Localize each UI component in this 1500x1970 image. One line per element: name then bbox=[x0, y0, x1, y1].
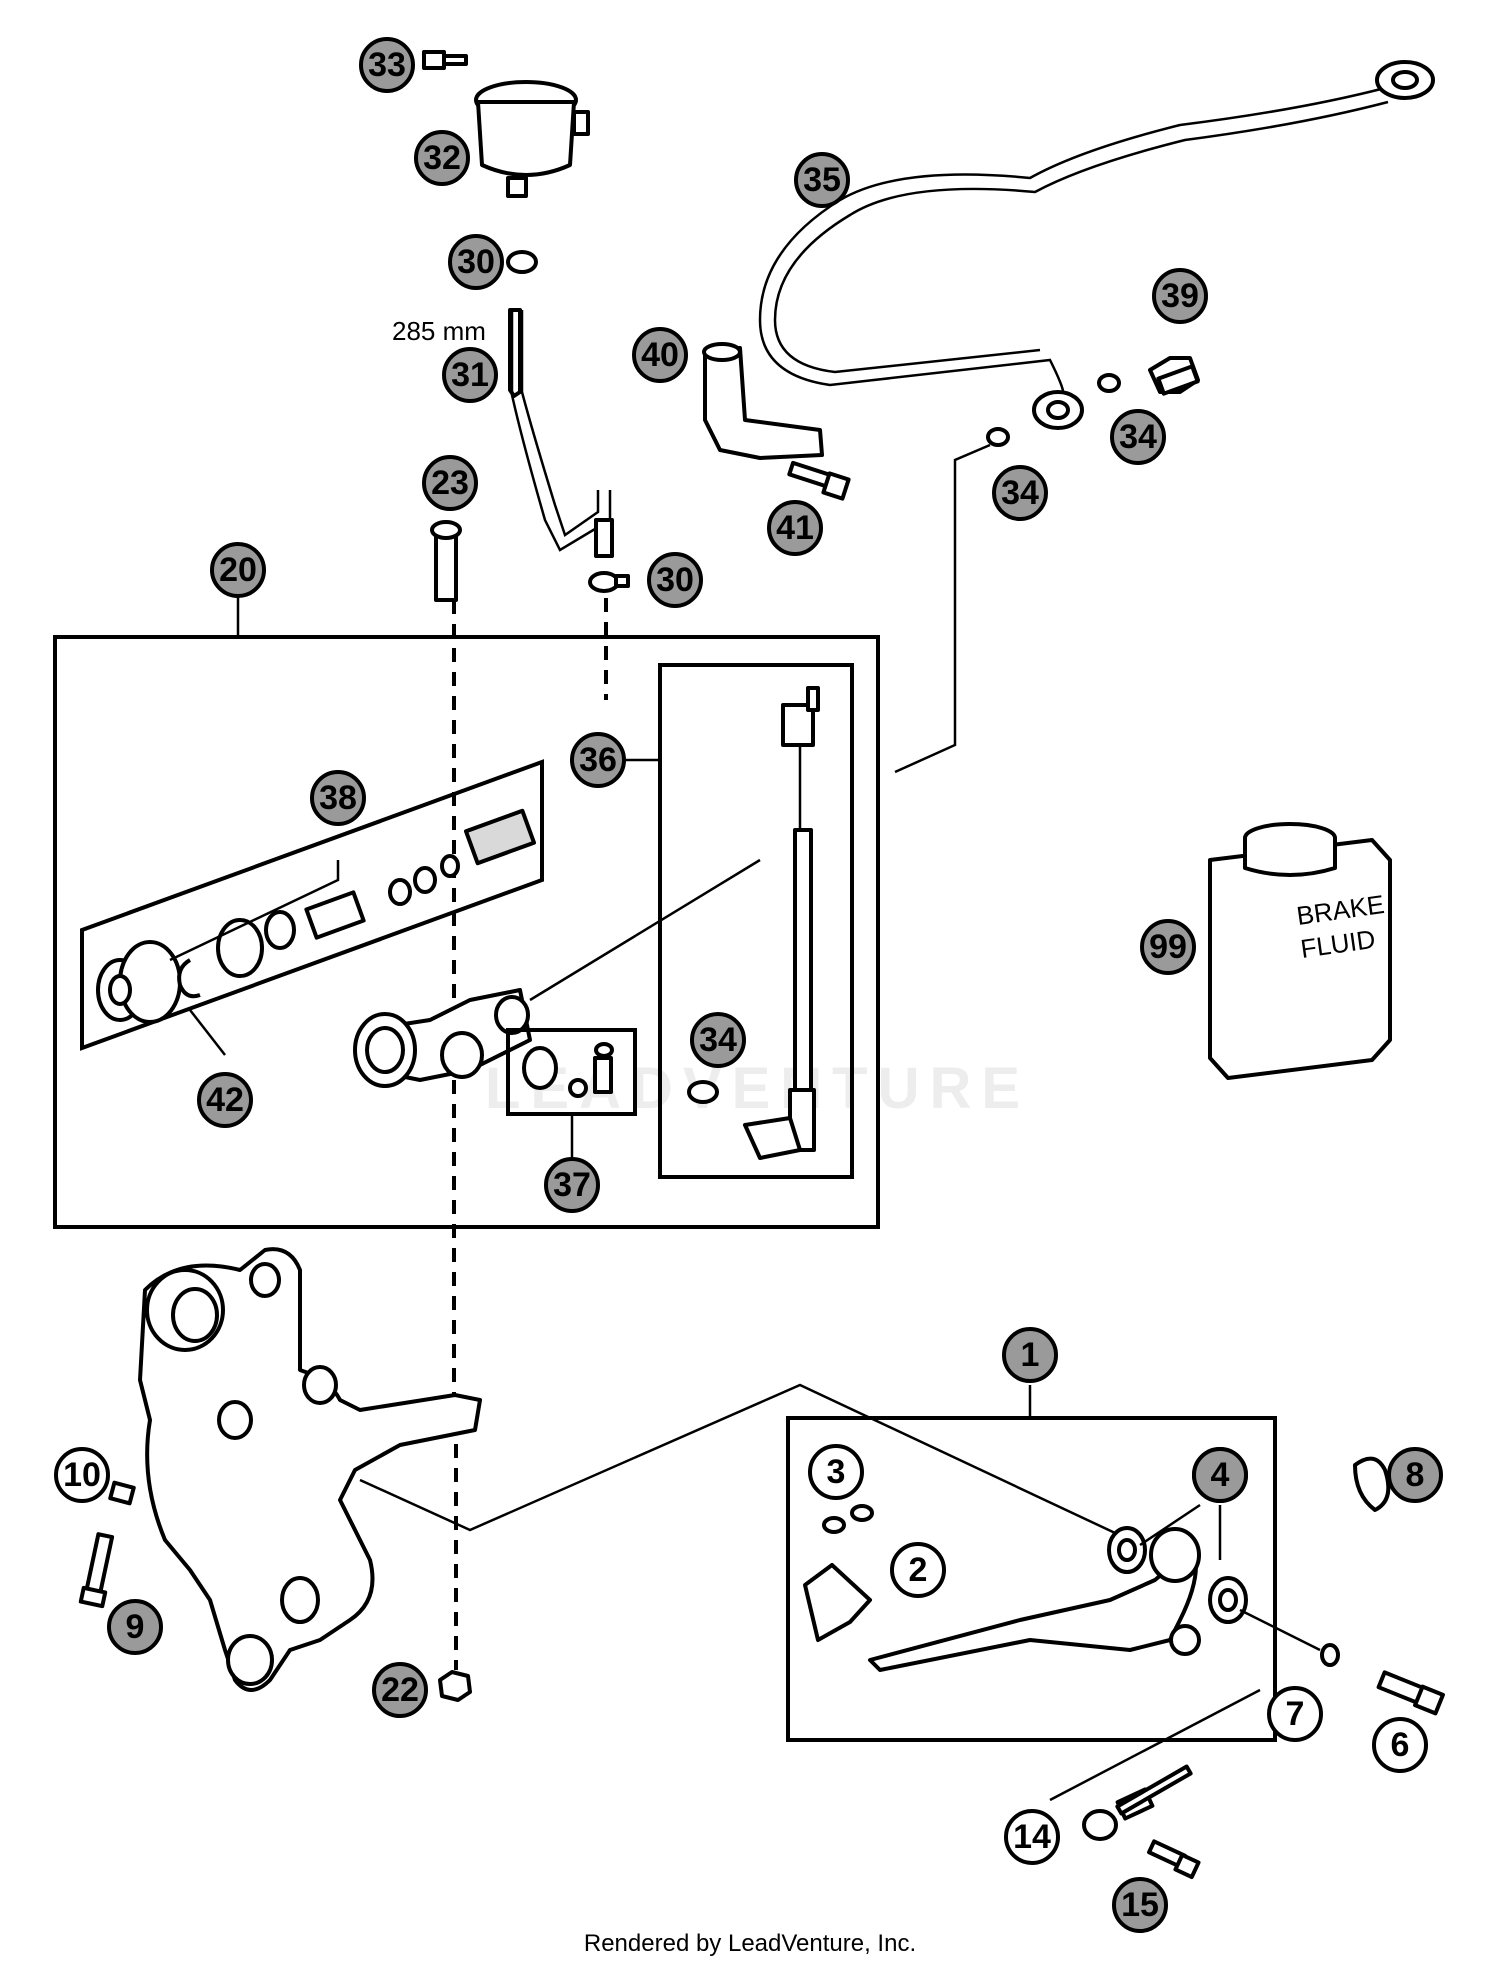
washer-34-a bbox=[1097, 373, 1121, 393]
brake-line-35 bbox=[758, 60, 1435, 430]
callout-9[interactable]: 9 bbox=[107, 1599, 163, 1655]
svg-text:37: 37 bbox=[553, 1166, 591, 1204]
svg-text:7: 7 bbox=[1286, 1695, 1305, 1733]
svg-text:15: 15 bbox=[1121, 1886, 1159, 1924]
hose-clip-30-lower bbox=[588, 571, 630, 593]
callout-99[interactable]: 99 bbox=[1140, 919, 1196, 975]
master-cylinder-body bbox=[353, 858, 761, 1088]
svg-text:34: 34 bbox=[1119, 418, 1157, 456]
callout-34-switch[interactable]: 34 bbox=[690, 1012, 746, 1068]
callout-14[interactable]: 14 bbox=[1004, 1809, 1060, 1865]
bolt-6 bbox=[1376, 1670, 1445, 1716]
callout-10[interactable]: 10 bbox=[54, 1447, 110, 1503]
callout-15[interactable]: 15 bbox=[1112, 1877, 1168, 1933]
callout-7[interactable]: 7 bbox=[1267, 1686, 1323, 1742]
callout-39[interactable]: 39 bbox=[1152, 268, 1208, 324]
callout-32[interactable]: 32 bbox=[414, 130, 470, 186]
spring-8 bbox=[1353, 1456, 1391, 1512]
bolt-33 bbox=[422, 50, 468, 70]
callout-36[interactable]: 36 bbox=[570, 732, 626, 788]
nut-22 bbox=[438, 1670, 472, 1702]
svg-text:30: 30 bbox=[656, 561, 694, 599]
callout-31[interactable]: 31 bbox=[442, 347, 498, 403]
svg-text:8: 8 bbox=[1406, 1456, 1425, 1494]
banjo-bolt-39 bbox=[1148, 356, 1200, 396]
line-clamp-40 bbox=[702, 342, 824, 460]
bushing-4-right bbox=[1208, 1576, 1248, 1624]
reservoir-32 bbox=[474, 80, 590, 198]
nut-10 bbox=[108, 1480, 136, 1506]
svg-text:3: 3 bbox=[827, 1453, 846, 1491]
callout-42[interactable]: 42 bbox=[197, 1072, 253, 1128]
callout-40[interactable]: 40 bbox=[632, 327, 688, 383]
screw-3 bbox=[822, 1504, 874, 1534]
svg-text:35: 35 bbox=[803, 161, 841, 199]
svg-text:20: 20 bbox=[219, 551, 257, 589]
callout-34-middle[interactable]: 34 bbox=[992, 465, 1048, 521]
piston-kit-parts bbox=[96, 808, 537, 1024]
footer-credit: Rendered by LeadVenture, Inc. bbox=[583, 1930, 917, 1957]
svg-text:9: 9 bbox=[126, 1608, 145, 1646]
callout-4-b[interactable]: 4 bbox=[1192, 1447, 1248, 1503]
svg-text:23: 23 bbox=[431, 464, 469, 502]
washer-34-b bbox=[986, 427, 1010, 447]
svg-text:36: 36 bbox=[579, 741, 617, 779]
svg-text:31: 31 bbox=[451, 356, 489, 394]
master-cylinder-kit-frame bbox=[53, 635, 880, 1229]
callout-35[interactable]: 35 bbox=[794, 152, 850, 208]
svg-text:2: 2 bbox=[909, 1551, 928, 1589]
callout-37[interactable]: 37 bbox=[544, 1157, 600, 1213]
callout-34-right[interactable]: 34 bbox=[1110, 409, 1166, 465]
svg-text:1: 1 bbox=[1021, 1336, 1040, 1374]
svg-text:42: 42 bbox=[206, 1081, 244, 1119]
fitting-kit-parts bbox=[522, 1042, 614, 1098]
brake-switch-kit-36-frame bbox=[658, 663, 854, 1179]
footrest-bracket bbox=[138, 1247, 1131, 1692]
callout-30-lower[interactable]: 30 bbox=[647, 552, 703, 608]
hose-length-label: 285 mm bbox=[392, 316, 486, 346]
svg-text:38: 38 bbox=[319, 779, 357, 817]
svg-text:10: 10 bbox=[63, 1456, 101, 1494]
svg-text:34: 34 bbox=[1001, 474, 1039, 512]
brake-pedal bbox=[803, 1527, 1201, 1672]
svg-text:41: 41 bbox=[776, 509, 814, 547]
callout-41[interactable]: 41 bbox=[767, 500, 823, 556]
svg-text:30: 30 bbox=[457, 243, 495, 281]
bolt-15 bbox=[1147, 1839, 1201, 1880]
callout-6[interactable]: 6 bbox=[1372, 1717, 1428, 1773]
hose-clip-30-top bbox=[506, 250, 538, 274]
svg-text:4: 4 bbox=[1211, 1456, 1230, 1494]
svg-text:34: 34 bbox=[699, 1021, 737, 1059]
brake-pedal-assembly-frame bbox=[786, 1416, 1277, 1742]
svg-text:22: 22 bbox=[381, 1671, 419, 1709]
svg-text:40: 40 bbox=[641, 336, 679, 374]
bolt-41 bbox=[787, 460, 851, 501]
brake-fluid-bottle-99: BRAKE FLUID bbox=[1208, 822, 1392, 1080]
callout-3[interactable]: 3 bbox=[808, 1444, 864, 1500]
brake-switch-parts bbox=[687, 686, 820, 1160]
svg-text:33: 33 bbox=[368, 46, 406, 84]
callout-30-top[interactable]: 30 bbox=[448, 234, 504, 290]
svg-text:32: 32 bbox=[423, 139, 461, 177]
callout-22[interactable]: 22 bbox=[372, 1662, 428, 1718]
pushrod-14 bbox=[1049, 1688, 1261, 1841]
callout-20[interactable]: 20 bbox=[210, 542, 266, 598]
watermark: LEADVENTURE bbox=[485, 1056, 1030, 1121]
piston-kit-panel bbox=[80, 759, 544, 1051]
callout-38[interactable]: 38 bbox=[310, 770, 366, 826]
bushing-4-left bbox=[1107, 1526, 1147, 1574]
washer-7 bbox=[1320, 1643, 1340, 1667]
svg-text:39: 39 bbox=[1161, 277, 1199, 315]
callout-23[interactable]: 23 bbox=[422, 455, 478, 511]
callout-2[interactable]: 2 bbox=[890, 1542, 946, 1598]
bolt-23 bbox=[430, 520, 462, 602]
svg-text:14: 14 bbox=[1013, 1818, 1051, 1856]
callout-1[interactable]: 1 bbox=[1002, 1327, 1058, 1383]
bolt-9 bbox=[78, 1532, 115, 1609]
svg-text:6: 6 bbox=[1391, 1726, 1410, 1764]
callout-33[interactable]: 33 bbox=[359, 37, 415, 93]
callout-8[interactable]: 8 bbox=[1387, 1447, 1443, 1503]
svg-text:99: 99 bbox=[1149, 928, 1187, 966]
